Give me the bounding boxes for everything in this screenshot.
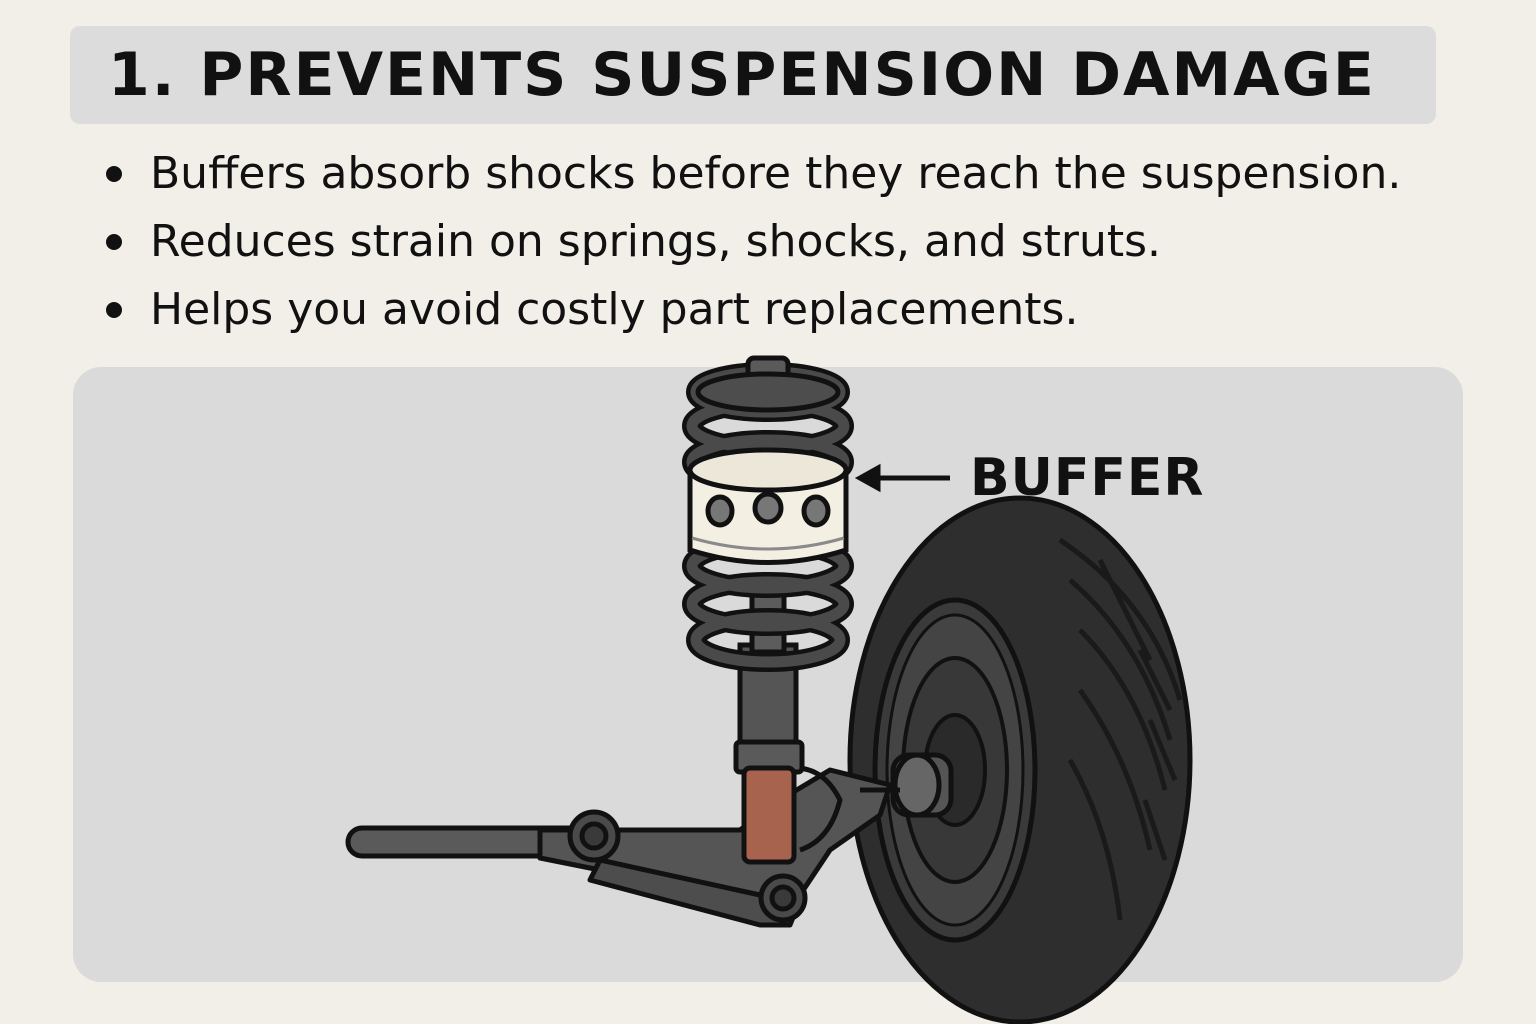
bullet-text: Reduces strain on springs, shocks, and s…	[150, 216, 1162, 267]
callout-arrow-icon	[854, 463, 950, 493]
bullet-dot-icon	[106, 234, 122, 250]
bullet-text: Buffers absorb shocks before they reach …	[150, 148, 1402, 199]
list-item: Reduces strain on springs, shocks, and s…	[106, 208, 1401, 276]
bullet-dot-icon	[106, 302, 122, 318]
title-bar: 1. PREVENTS SUSPENSION DAMAGE	[70, 26, 1436, 124]
buffer-icon	[687, 447, 849, 565]
control-arm-icon	[345, 765, 900, 928]
wheel-icon	[847, 495, 1193, 1024]
bullet-dot-icon	[106, 166, 122, 182]
bullet-list: Buffers absorb shocks before they reach …	[106, 140, 1401, 344]
list-item: Buffers absorb shocks before they reach …	[106, 140, 1401, 208]
bullet-text: Helps you avoid costly part replacements…	[150, 284, 1079, 335]
buffer-callout-label: BUFFER	[970, 448, 1205, 508]
page-title: 1. PREVENTS SUSPENSION DAMAGE	[108, 40, 1376, 110]
bump-stop-icon	[741, 765, 797, 865]
list-item: Helps you avoid costly part replacements…	[106, 276, 1401, 344]
top-mount-icon	[695, 355, 841, 413]
